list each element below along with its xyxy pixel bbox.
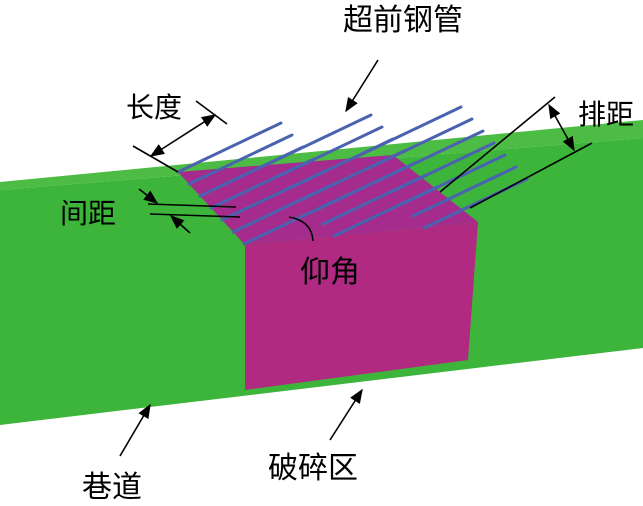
label-roadway: 巷道 [82,470,142,505]
label-elevation-angle: 仰角 [300,255,360,290]
spacing-line-upper [147,203,237,208]
steel-pipe [266,113,373,166]
label-broken-zone: 破碎区 [268,451,358,486]
length-dimension-arrow [149,114,217,157]
steel-pipe [389,141,496,194]
label-row-spacing: 排距 [578,98,634,131]
spacing-arrow-lower [169,215,191,234]
row-spacing-dimension-arrow [548,103,575,152]
label-length: 长度 [126,91,182,124]
elevation-angle-arc [288,216,314,242]
steel-pipe [277,125,384,178]
row-spacing-extension-1 [439,96,556,193]
steel-pipe [176,121,283,174]
advanced-steel-pipes [176,105,529,246]
advanced-pipe-arrow [345,59,379,113]
spacing-line-lower [149,213,241,218]
broken-zone-arrow [329,388,363,441]
steel-pipe [400,153,507,206]
steel-pipe [411,165,518,218]
length-extension-right [195,100,228,125]
spacing-arrow-upper [138,188,159,204]
row-spacing-extension-2 [469,142,593,209]
roadway-arrow [119,403,151,457]
steel-pipe [367,117,474,170]
broken-zone-front-face [245,222,478,390]
steel-pipe [187,133,294,186]
steel-pipe [378,129,485,182]
label-spacing: 间距 [60,197,116,230]
label-advanced-pipe: 超前钢管 [343,3,463,38]
length-extension-left [132,145,179,173]
steel-pipe [356,105,463,158]
